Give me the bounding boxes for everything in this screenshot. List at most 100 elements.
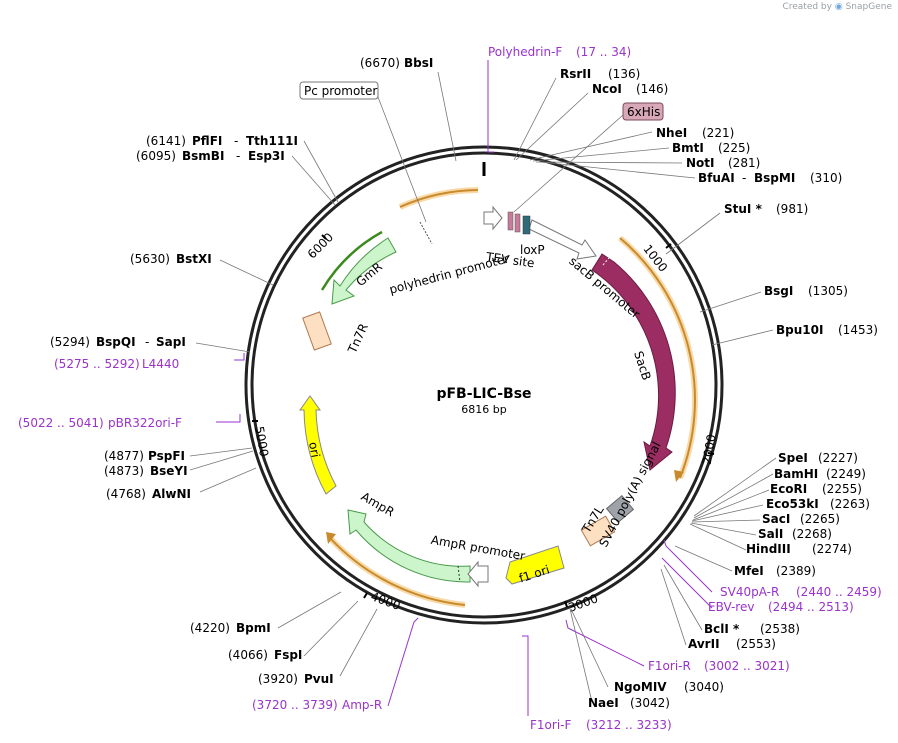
site-leader-lines [189,71,777,703]
svg-text:(6670): (6670) [360,56,400,70]
svg-text:BseYI: BseYI [150,464,188,478]
site-BpmI: (4220) BpmI [190,621,271,635]
svg-text:(4768): (4768) [106,487,146,501]
svg-text:(1305): (1305) [808,284,848,298]
svg-text:AlwNI: AlwNI [152,487,191,501]
site-BfuAI: BfuAI - BspMI (310) [698,171,842,185]
svg-text:(6141): (6141) [146,134,186,148]
svg-text:(310): (310) [810,171,842,185]
svg-text:BspMI: BspMI [754,171,795,185]
tick-label-6000: 6000 [305,230,336,261]
svg-text:Polyhedrin-F: Polyhedrin-F [488,45,562,59]
primer-polyhedrin-F: Polyhedrin-F (17 .. 34) [488,45,631,59]
primer-Amp-R: (3720 .. 3739) Amp-R [252,698,382,712]
primer-L4440: (5275 .. 5292) L4440 [54,357,179,371]
svg-text:(5275 .. 5292): (5275 .. 5292) [54,357,140,371]
svg-text:HindIII: HindIII [746,542,791,556]
primer-pBR322ori-F: (5022 .. 5041) pBR322ori-F [18,416,182,430]
svg-text:FspI: FspI [274,648,302,662]
snapgene-credit: Created by ◉ SnapGene [782,2,892,12]
svg-text:L4440: L4440 [142,357,179,371]
svg-text:Eco53kI: Eco53kI [766,497,819,511]
svg-text:PflFI: PflFI [192,134,222,148]
svg-text:(2255): (2255) [822,482,862,496]
svg-text:(5022 .. 5041): (5022 .. 5041) [18,416,104,430]
site-StuI: StuI * (981) [724,202,808,216]
tn7R-label: Tn7R [345,321,371,356]
svg-text:Esp3I: Esp3I [248,149,285,163]
svg-text:Tth111I: Tth111I [246,134,298,148]
svg-text:(136): (136) [608,67,640,81]
ampR-promoter-arrow [467,560,489,588]
orf-arcs [326,187,698,608]
svg-text:BpmI: BpmI [236,621,271,635]
svg-text:(146): (146) [636,82,668,96]
svg-text:(2538): (2538) [760,622,800,636]
site-SacI: SacI (2265) [762,512,840,526]
svg-text:SV40pA-R: SV40pA-R [720,585,779,599]
svg-text:-: - [236,149,240,163]
svg-text:NcoI: NcoI [592,82,622,96]
his-tag-box [622,102,664,121]
svg-text:EcoRI: EcoRI [770,482,807,496]
plasmid-length: 6816 bp [461,403,506,416]
loxP-feature [522,215,531,235]
ori-feature [299,395,337,495]
sacB-label: SacB [631,349,654,382]
svg-text:BsgI: BsgI [764,284,793,298]
svg-text:(4066): (4066) [228,648,268,662]
svg-text:(5630): (5630) [130,252,170,266]
svg-text:RsrII: RsrII [560,67,591,81]
svg-text:(3920): (3920) [258,672,298,686]
svg-text:PvuI: PvuI [304,672,334,686]
svg-text:(3720 .. 3739): (3720 .. 3739) [252,698,338,712]
svg-text:SapI: SapI [156,335,186,349]
site-Bpu10I: Bpu10I (1453) [776,323,878,337]
svg-text:(2440 .. 2459): (2440 .. 2459) [796,585,882,599]
site-AlwNI: (4768) AlwNI [106,487,191,501]
site-BstXI: (5630) BstXI [130,252,212,266]
primer-F1ori-F: F1ori-F (3212 .. 3233) [530,718,672,732]
restriction-sites: (6670) BbsI RsrII (136) NcoI (146) NheI … [50,56,878,710]
primer-SV40pA-R: SV40pA-R (2440 .. 2459) [720,585,882,599]
svg-text:(2249): (2249) [826,467,866,481]
svg-text:(2389): (2389) [776,564,816,578]
site-BamHI: BamHI (2249) [774,467,866,481]
svg-text:(225): (225) [718,141,750,155]
svg-text:BsmBI: BsmBI [182,149,224,163]
site-HindIII: HindIII (2274) [746,542,852,556]
svg-text:(2265): (2265) [800,512,840,526]
backbone-inner [250,151,718,619]
svg-text:(2274): (2274) [812,542,852,556]
primer-F1ori-R: F1ori-R (3002 .. 3021) [648,659,790,673]
site-BsmBI: (6095) BsmBI - Esp3I [136,149,285,163]
snapgene-logo-icon: ◉ [834,2,843,12]
svg-text:(4877): (4877) [104,449,144,463]
svg-text:-: - [234,134,238,148]
svg-text:BbsI: BbsI [404,56,433,70]
site-BspQI: (5294) BspQI - SapI [50,335,186,349]
site-EcoRI: EcoRI (2255) [770,482,862,496]
svg-text:SacI: SacI [762,512,790,526]
site-SalI: SalI (2268) [758,527,832,541]
svg-text:-: - [742,171,746,185]
svg-text:(6095): (6095) [136,149,176,163]
site-PvuI: (3920) PvuI [258,672,334,686]
site-BclI: BclI * (2538) [704,622,800,636]
svg-text:(17 .. 34): (17 .. 34) [576,45,631,59]
svg-text:NaeI: NaeI [588,696,619,710]
site-SpeI: SpeI (2227) [778,451,858,465]
svg-text:-: - [145,335,149,349]
sv40-polyA-label: SV40 poly(A) signal [596,439,663,549]
svg-text:(4220): (4220) [190,621,230,635]
svg-text:NgoMIV: NgoMIV [614,680,667,694]
svg-text:StuI *: StuI * [724,202,763,216]
svg-text:(221): (221) [702,126,734,140]
tick-label-3000: 3000 [566,591,599,615]
pc-promoter-box [299,81,379,100]
primer-EBV-rev: EBV-rev (2494 .. 2513) [708,600,854,614]
svg-text:(4873): (4873) [104,464,144,478]
svg-text:SpeI: SpeI [778,451,808,465]
plasmid-name: pFB-LIC-Bse [436,386,531,402]
